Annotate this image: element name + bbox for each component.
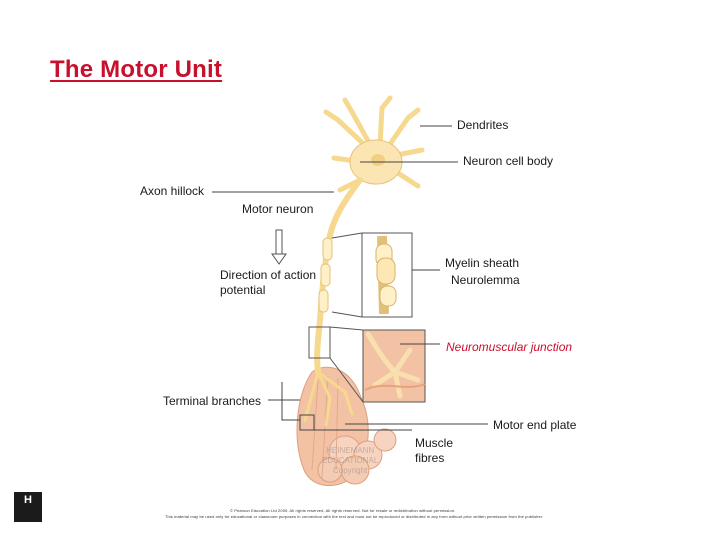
neurolemma-label: Neurolemma (451, 273, 520, 287)
logo-text: H (24, 494, 32, 506)
watermark-line3: Copyright (333, 466, 368, 475)
neuromuscular-junction-inset (308, 326, 426, 403)
muscle-illustration (296, 366, 397, 486)
leader-lines (212, 125, 488, 431)
motor-neuron-label: Motor neuron (242, 202, 314, 216)
direction-label-line2: potential (220, 283, 266, 297)
terminal-branches-label: Terminal branches (163, 394, 262, 408)
direction-label-line1: Direction of action (220, 268, 317, 282)
dendrites-label: Dendrites (457, 118, 509, 132)
myelin-sheath-label: Myelin sheath (445, 256, 520, 270)
watermark-line2: EDUCATIONAL (322, 456, 379, 465)
nmj-label: Neuromuscular junction (446, 340, 573, 354)
watermark: HEINEMANN EDUCATIONAL Copyright (322, 446, 378, 476)
direction-arrow-icon (271, 229, 287, 265)
copyright-line1: © Pearson Education Ltd 2009. All rights… (230, 508, 456, 513)
cell-body-label: Neuron cell body (463, 154, 554, 168)
publisher-logo-icon: H (14, 492, 42, 522)
axon-hillock-label: Axon hillock (140, 184, 205, 198)
motor-end-plate-label: Motor end plate (493, 418, 577, 432)
page-title: The Motor Unit (50, 56, 223, 83)
muscle-label-line2: fibres (415, 451, 445, 465)
copyright-line2: This material may be used only for educa… (165, 514, 544, 519)
myelin-inset (331, 232, 413, 318)
muscle-label-line1: Muscle (415, 436, 454, 450)
watermark-line1: HEINEMANN (326, 446, 375, 455)
